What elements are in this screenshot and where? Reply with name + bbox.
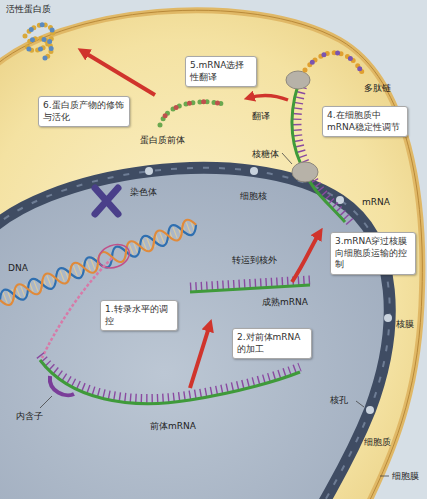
part-label: 翻译 (252, 110, 270, 122)
protein-beads (25, 25, 53, 58)
protein-precursor (160, 102, 226, 125)
active-protein (25, 25, 53, 58)
part-label: 核孔 (330, 394, 348, 406)
process-arrow (82, 51, 155, 95)
part-label: 成熟mRNA (262, 296, 308, 308)
callout-box: 6.蛋白质产物的修饰与活化 (38, 96, 130, 127)
protein-precursor (160, 102, 226, 125)
callout-box: 3.mRNA穿过核膜向细胞质运输的控制 (330, 232, 416, 275)
callout-text: 1.转录水平的调控 (105, 304, 173, 327)
transcription-bubble (95, 240, 133, 272)
nuclear-pore (250, 167, 258, 175)
process-arrow (248, 95, 288, 100)
part-label: 前体mRNA (150, 420, 196, 432)
nuclear-pore (366, 406, 374, 414)
callout-text: 5.mRNA选择性翻译 (190, 60, 252, 83)
part-label: 细胞核 (240, 190, 267, 202)
nuclear-pore (384, 314, 392, 322)
callout-box: 4.在细胞质中mRNA稳定性调节 (322, 106, 408, 137)
mature-mrna-strand (190, 285, 310, 292)
part-label: 蛋白质前体 (140, 134, 185, 146)
part-label: 染色体 (130, 186, 157, 198)
dna-strand (0, 217, 199, 307)
nucleus (0, 168, 390, 499)
leader-line (40, 396, 52, 408)
polypeptide (305, 53, 362, 72)
dna-strand (0, 217, 199, 307)
callout-box: 5.mRNA选择性翻译 (185, 56, 257, 87)
part-label: 细胞膜 (392, 470, 419, 482)
part-label: DNA (8, 262, 28, 274)
callout-text: 3.mRNA穿过核膜向细胞质运输的控制 (335, 236, 411, 271)
chromosome (95, 188, 118, 214)
part-label: 活性蛋白质 (6, 3, 51, 15)
callout-text: 4.在细胞质中mRNA稳定性调节 (327, 110, 403, 133)
part-label: mRNA (362, 196, 390, 208)
leader-line (356, 401, 364, 407)
part-label: 转运到核外 (232, 254, 277, 266)
intron (50, 376, 74, 395)
leader-line (380, 476, 389, 477)
callout-box: 1.转录水平的调控 (100, 300, 178, 331)
part-label: 多肽链 (364, 82, 391, 94)
ribosome (292, 162, 318, 182)
nuclear-envelope (0, 168, 390, 499)
leader-line (282, 153, 292, 164)
callout-text: 6.蛋白质产物的修饰与活化 (43, 100, 125, 123)
polypeptide (305, 53, 362, 72)
protein-beads (25, 25, 53, 58)
part-label: 内含子 (16, 410, 43, 422)
nuclear-pore (145, 167, 153, 175)
part-label: 细胞质 (364, 436, 391, 448)
callout-box: 2.对前体mRNA的加工 (232, 328, 312, 359)
process-arrow (190, 324, 210, 388)
part-label: 核膜 (396, 318, 414, 330)
part-label: 核糖体 (252, 148, 279, 160)
pre-mrna-strand (40, 360, 300, 404)
dna-helix (0, 214, 200, 310)
ribosome (286, 71, 310, 89)
callout-text: 2.对前体mRNA的加工 (237, 332, 307, 355)
process-arrow (292, 232, 320, 282)
